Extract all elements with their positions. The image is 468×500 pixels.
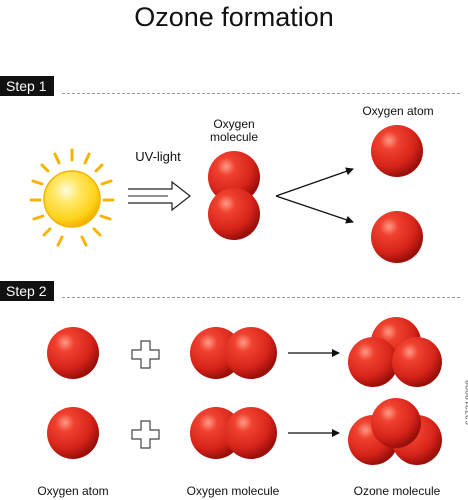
step-1-badge: Step 1 [0, 76, 55, 96]
step-2-divider [62, 297, 460, 298]
ozone-molecule [348, 398, 442, 465]
oxygen-atom-label-top: Oxygen atom [362, 104, 434, 118]
page-title: Ozone formation [134, 2, 334, 32]
oxygen-atom-caption: Oxygen atom [37, 484, 109, 498]
stock-id-watermark: 627218998 [464, 380, 468, 426]
oxygen-atom-sphere [208, 151, 260, 203]
sun-rays [29, 148, 115, 247]
oxygen-molecule-caption: Oxygen molecule [186, 484, 280, 498]
step1-oxygen-molecule [208, 151, 260, 240]
step-1-divider [62, 93, 460, 94]
split-arrow-up [275, 167, 354, 197]
step2-oxygen-molecule [190, 327, 277, 379]
step2-oxygen-molecule [190, 407, 277, 459]
step1-oxygen-atom-bottom [371, 211, 423, 263]
step2-oxygen-atom [47, 327, 99, 379]
uv-light-label: UV-light [135, 149, 181, 164]
plus-icon [131, 340, 160, 369]
oxygen-molecule-label: Oxygen molecule [209, 117, 259, 144]
oxygen-atom-sphere [208, 188, 260, 240]
plus-icon [131, 420, 160, 449]
step2-oxygen-atom [47, 407, 99, 459]
sun-icon [29, 148, 115, 247]
ozone-molecule [348, 317, 442, 387]
split-arrow-down [275, 195, 354, 224]
step-2-badge: Step 2 [0, 281, 55, 301]
step1-oxygen-atom-top [371, 125, 423, 177]
ozone-molecule-caption: Ozone molecule [353, 484, 441, 498]
sun-disc [43, 170, 101, 228]
